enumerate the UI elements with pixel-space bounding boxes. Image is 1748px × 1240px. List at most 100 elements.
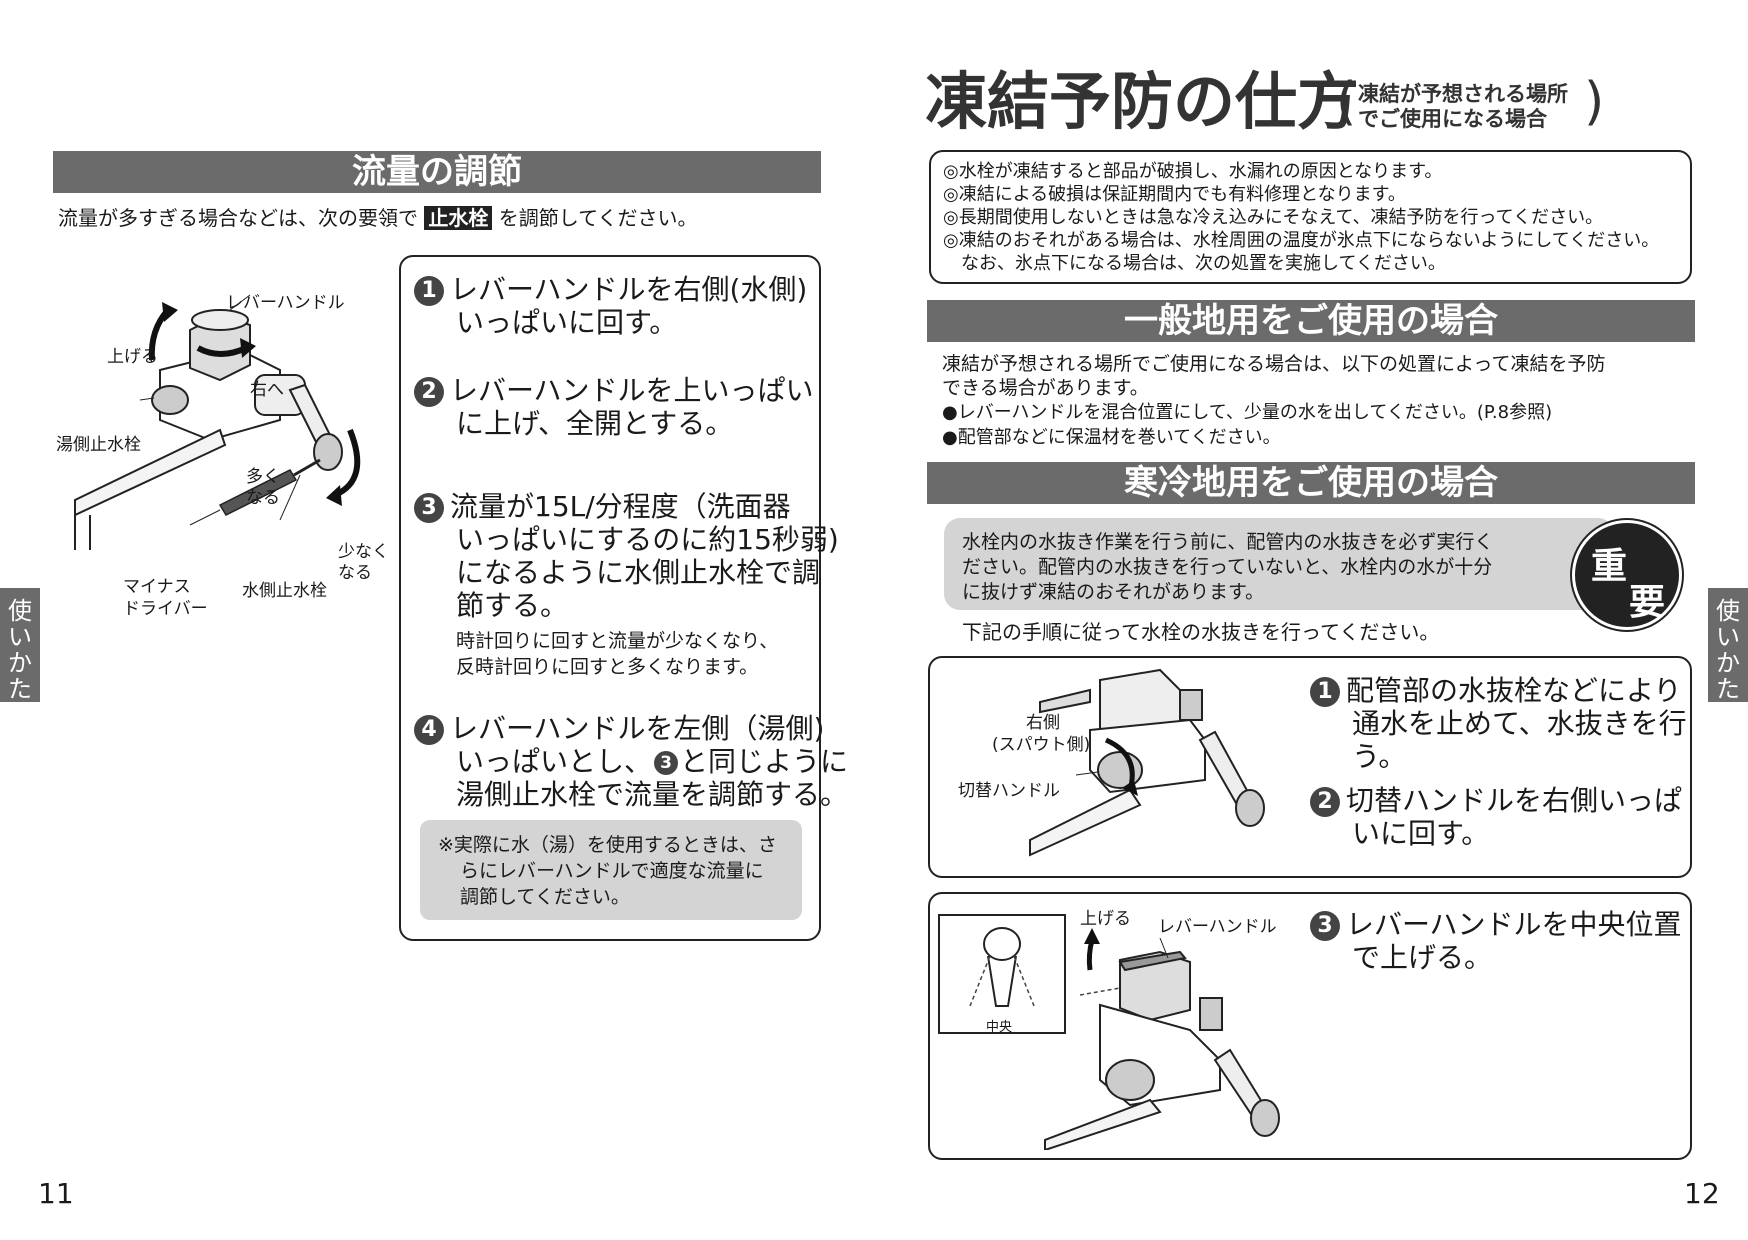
subtitle-line: でご使用になる場合 [1358, 107, 1547, 131]
badge-char: 重 [1591, 546, 1628, 587]
tab-char: か [1716, 649, 1740, 677]
note-line: ※実際に水（湯）を使用するときは、さ [438, 834, 777, 856]
step-number: 2 [1310, 787, 1340, 817]
section-title-cold: 寒冷地用をご使用の場合 [927, 462, 1695, 504]
important-line: 水栓内の水抜き作業を行う前に、配管内の水抜きを必ず実行く [962, 531, 1494, 553]
label-more-2: なる [246, 488, 280, 508]
step-line: う。 [1352, 740, 1407, 773]
step-line: 配管部の水抜栓などにより [1346, 674, 1682, 707]
step-line: と同じように [680, 745, 849, 778]
step-number: 4 [414, 715, 444, 745]
section-title-general: 一般地用をご使用の場合 [927, 300, 1695, 342]
warnings-box [929, 150, 1692, 284]
warning-line: ◎凍結のおそれがある場合は、水栓周囲の温度が氷点下にならないようにしてください。 [943, 230, 1660, 251]
step-line: レバーハンドルを上いっぱい [450, 374, 814, 407]
step-number: 1 [1310, 677, 1340, 707]
note-line: 調節してください。 [460, 886, 630, 908]
flow-note-text: ※実際に水（湯）を使用するときは、さ らにレバーハンドルで適度な流量に 調節して… [438, 832, 777, 910]
step-line: 湯側止水栓で流量を調節する。 [456, 778, 849, 811]
label-switch-handle: 切替ハンドル [958, 781, 1060, 801]
important-line: ださい。配管内の水抜きを行っていないと、水栓内の水が十分 [962, 556, 1493, 578]
warnings-text: ◎水栓が凍結すると部品が破損し、水漏れの原因となります。 ◎凍結による破損は保証… [943, 160, 1659, 275]
step-line: に上げ、全開とする。 [456, 407, 734, 440]
step-line: レバーハンドルを右側(水側) [450, 273, 808, 306]
faucet-diagram-lever [1044, 928, 1280, 1150]
step-line: いっぱいとし、 [456, 745, 653, 778]
tab-char: 使 [8, 597, 32, 625]
general-text: 凍結が予想される場所でご使用になる場合は、以下の処置によって凍結を予防 できる場… [942, 352, 1605, 450]
label-right-side-1: 右側 [1026, 713, 1060, 733]
intro-before: 流量が多すぎる場合などは、次の要領で [58, 206, 418, 230]
intro-text: 流量が多すぎる場合などは、次の要領で 止水栓 を調節してください。 [58, 206, 698, 230]
step-line: 節する。 [456, 589, 569, 622]
step-number: 3 [1310, 911, 1340, 941]
label-right-side-2: (スパウト側) [992, 735, 1091, 755]
step-line: レバーハンドルを中央位置 [1346, 908, 1682, 941]
step-line: で上げる。 [1352, 941, 1493, 974]
step-line: いっぱいに回す。 [456, 306, 678, 339]
step-line: 流量が15L/分程度（洗面器 [450, 490, 791, 523]
subtitle-line: 凍結が予想される場所 [1358, 82, 1568, 106]
page-title: 凍結予防の仕方 [925, 65, 1360, 138]
title-paren-close: ) [1584, 72, 1605, 132]
note-line: らにレバーハンドルで適度な流量に [460, 860, 764, 882]
step-number: 3 [414, 493, 444, 523]
page-number-left: 11 [38, 1177, 74, 1210]
warning-line: ◎凍結による破損は保証期間内でも有料修理となります。 [943, 184, 1406, 205]
tab-char: い [8, 623, 32, 651]
general-line: ●レバーハンドルを混合位置にして、少量の水を出してください。(P.8参照) [942, 402, 1553, 423]
warning-line: ◎水栓が凍結すると部品が破損し、水漏れの原因となります。 [943, 161, 1443, 182]
label-cold-valve: 水側止水栓 [242, 581, 327, 601]
intro-after: を調節してください。 [498, 206, 698, 230]
drain-steps-box-1 [928, 656, 1692, 878]
label-more-1: 多く [246, 467, 280, 487]
flow-steps-box [399, 255, 821, 941]
label-screwdriver-1: マイナス [123, 577, 191, 597]
label-raise: 上げる [107, 347, 158, 367]
step-number: 2 [414, 377, 444, 407]
label-hot-valve: 湯側止水栓 [56, 435, 141, 455]
important-badge: 重 要 [1572, 520, 1682, 630]
faucet-diagram-flow [74, 294, 361, 550]
label-less-2: なる [338, 563, 372, 583]
step-line: 切替ハンドルを右側いっぱ [1346, 784, 1683, 817]
step-line: いっぱいにするのに約15秒弱) [456, 523, 839, 556]
label-less-1: 少なく [338, 542, 389, 562]
label-center: 中央 [986, 1020, 1013, 1035]
center-position-inset: 中央 [938, 914, 1066, 1035]
label-lever-handle: レバーハンドル [226, 293, 345, 313]
side-tab-right: 使 い か た [1708, 588, 1748, 702]
important-box [944, 518, 1614, 610]
label-raise-2: 上げる [1080, 909, 1131, 929]
warning-line: ◎長期間使用しないときは急な冷え込みにそなえて、凍結予防を行ってください。 [943, 207, 1604, 228]
tab-char: た [8, 675, 32, 703]
warning-line: なお、氷点下になる場合は、次の処置を実施してください。 [943, 253, 1446, 274]
step-line: になるように水側止水栓で調 [456, 556, 821, 589]
stop-valve-highlight: 止水栓 [424, 206, 493, 230]
step-line: 通水を止めて、水抜きを行 [1352, 707, 1687, 740]
procedure-text: 下記の手順に従って水栓の水抜きを行ってください。 [962, 620, 1440, 644]
general-line: ●配管部などに保温材を巻いてください。 [942, 427, 1281, 448]
flow-note [420, 820, 802, 920]
page-number-right: 12 [1684, 1177, 1720, 1210]
step-line: いに回す。 [1352, 817, 1490, 850]
drain-steps-box-2 [928, 892, 1692, 1160]
important-text: 水栓内の水抜き作業を行う前に、配管内の水抜きを必ず実行く ださい。配管内の水抜き… [962, 530, 1493, 605]
general-line: 凍結が予想される場所でご使用になる場合は、以下の処置によって凍結を予防 [942, 353, 1606, 375]
tab-char: 使 [1716, 597, 1740, 625]
page-subtitle: 凍結が予想される場所 でご使用になる場合 [1358, 82, 1568, 132]
title-paren-open: ( [1336, 72, 1357, 132]
lever-center-icon [969, 927, 1035, 1007]
general-line: できる場合があります。 [942, 377, 1149, 399]
important-line: に抜けず凍結のおそれがあります。 [962, 581, 1265, 603]
badge-char: 要 [1629, 582, 1666, 623]
tab-char: た [1716, 675, 1740, 703]
flow-step-3-sub: 時計回りに回すと流量が少なくなり、 反時計回りに回すと多くなります。 [456, 628, 778, 680]
step-number: 1 [414, 276, 444, 306]
